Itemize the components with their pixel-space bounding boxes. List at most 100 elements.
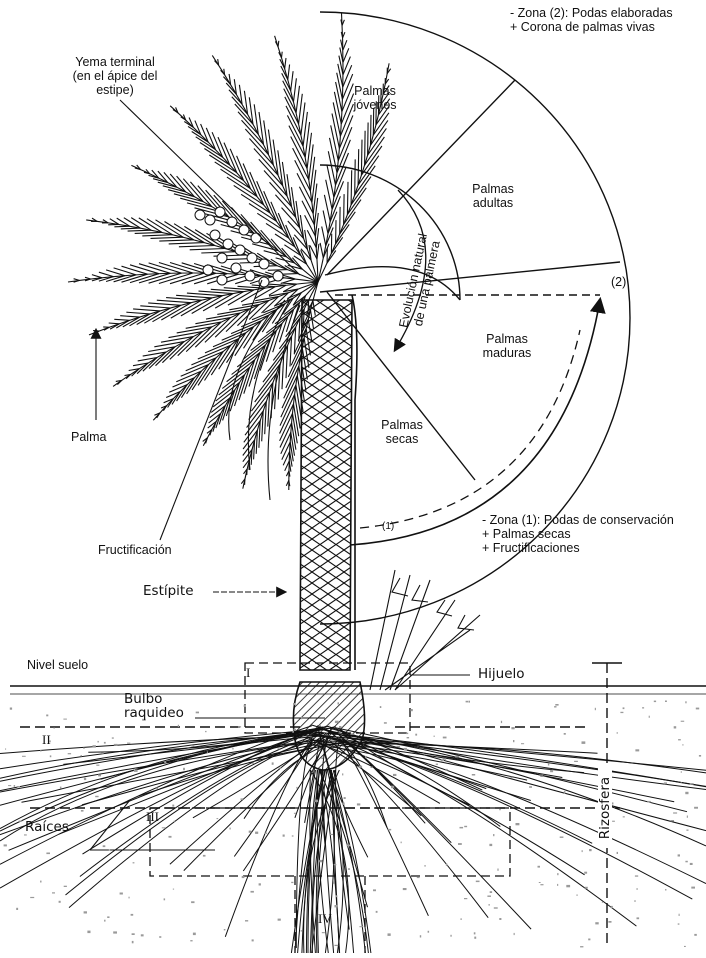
soil-speckle [393, 774, 396, 776]
soil-speckle [428, 931, 430, 933]
soil-speckle [5, 749, 6, 750]
frond-pinna [301, 103, 305, 136]
soil-speckle [516, 823, 520, 825]
soil-speckle [642, 707, 644, 708]
palmas-secas-label: Palmas secas [372, 418, 432, 446]
frond-pinna [323, 211, 328, 234]
root-strand [337, 733, 531, 929]
soil-speckle [489, 844, 492, 846]
root-strand [327, 736, 636, 926]
frond-pinna [232, 352, 260, 374]
soil-speckle [685, 701, 686, 703]
soil-speckle [476, 881, 480, 883]
offshoot [370, 570, 480, 690]
soil-speckle [291, 882, 293, 883]
soil-speckle [684, 946, 686, 947]
bulbo-raquideo-label: Bulbo raquideo [124, 692, 184, 720]
frond-pinna [361, 140, 362, 176]
soil-speckle [68, 753, 71, 754]
soil-speckle [584, 872, 587, 874]
frond-pinna [355, 159, 356, 195]
soil-speckle [347, 845, 351, 847]
soil-speckle [443, 737, 447, 739]
frond-pinna [133, 309, 160, 311]
soil-speckle [493, 834, 494, 836]
soil-speckle [501, 721, 502, 723]
frond-pinna [292, 423, 296, 450]
soil-speckle [577, 894, 578, 896]
frond-pinna [114, 319, 129, 320]
soil-speckle [397, 746, 401, 747]
soil-speckle [686, 830, 688, 831]
frond-pinna [169, 243, 205, 244]
soil-speckle [292, 835, 294, 836]
frond-pinna [332, 114, 339, 149]
soil-speckle [540, 775, 543, 777]
frond-pinna [368, 123, 369, 156]
frond-pinna [282, 274, 297, 275]
soil-speckle [635, 875, 638, 876]
soil-speckle [205, 731, 206, 732]
soil-speckle [511, 777, 513, 779]
soil-speckle [279, 768, 282, 769]
soil-speckle [446, 864, 448, 866]
soil-speckle [241, 798, 244, 800]
soil-speckle [52, 892, 55, 893]
stipe-trunk [300, 295, 357, 670]
hijuelo-label: Hijuelo [478, 667, 525, 681]
soil-speckle [259, 883, 261, 885]
soil-speckle [172, 805, 174, 807]
frond-pinna [99, 272, 114, 276]
frond-pinna [201, 252, 236, 253]
soil-speckle [103, 845, 106, 847]
soil-speckle [602, 902, 603, 903]
soil-speckle [113, 931, 117, 933]
frond-pinna [266, 284, 286, 285]
soil-speckle [19, 821, 22, 822]
soil-speckle [557, 873, 558, 875]
frond-pinna [343, 40, 347, 50]
soil-speckle [380, 706, 382, 708]
soil-speckle [98, 741, 99, 743]
soil-speckle [557, 884, 558, 886]
soil-speckle [53, 727, 55, 728]
soil-speckle [529, 786, 532, 788]
soil-speckle [665, 701, 667, 703]
frond-pinna [358, 149, 359, 185]
soil-speckle [681, 721, 685, 722]
root-strand [83, 732, 308, 854]
soil-speckle [410, 709, 413, 711]
frond-pinna [224, 288, 254, 290]
frond-pinna [151, 237, 184, 238]
soil-speckle [654, 701, 656, 703]
soil-speckle [494, 907, 498, 908]
soil-speckle [678, 739, 681, 740]
soil-speckle [14, 785, 15, 787]
frond-pinna [199, 291, 234, 294]
soil-speckle [30, 897, 34, 898]
soil-speckle [203, 855, 206, 857]
soil-speckle [513, 740, 514, 742]
soil-speckle [164, 762, 166, 763]
soil-speckle [4, 844, 7, 846]
soil-speckle [183, 768, 185, 770]
nivel-suelo-label: Nivel suelo [27, 658, 88, 672]
frond-pinna [320, 243, 323, 258]
frond-pinna [187, 293, 223, 296]
soil-speckle [574, 761, 578, 762]
soil-speckle [10, 708, 12, 710]
soil-speckle [278, 919, 281, 921]
frond-pinna [293, 413, 298, 443]
soil-speckle [373, 889, 376, 891]
frond-pinna [142, 235, 172, 236]
soil-speckle [193, 933, 196, 936]
soil-speckle [595, 708, 596, 710]
soil-speckle [359, 766, 363, 768]
soil-speckle [244, 705, 246, 707]
soil-speckle [120, 893, 123, 895]
soil-speckle [207, 751, 208, 753]
soil-speckle [321, 758, 323, 760]
frond-pinna [328, 151, 335, 185]
frond-pinna [128, 230, 152, 231]
soil-speckle [22, 756, 26, 757]
